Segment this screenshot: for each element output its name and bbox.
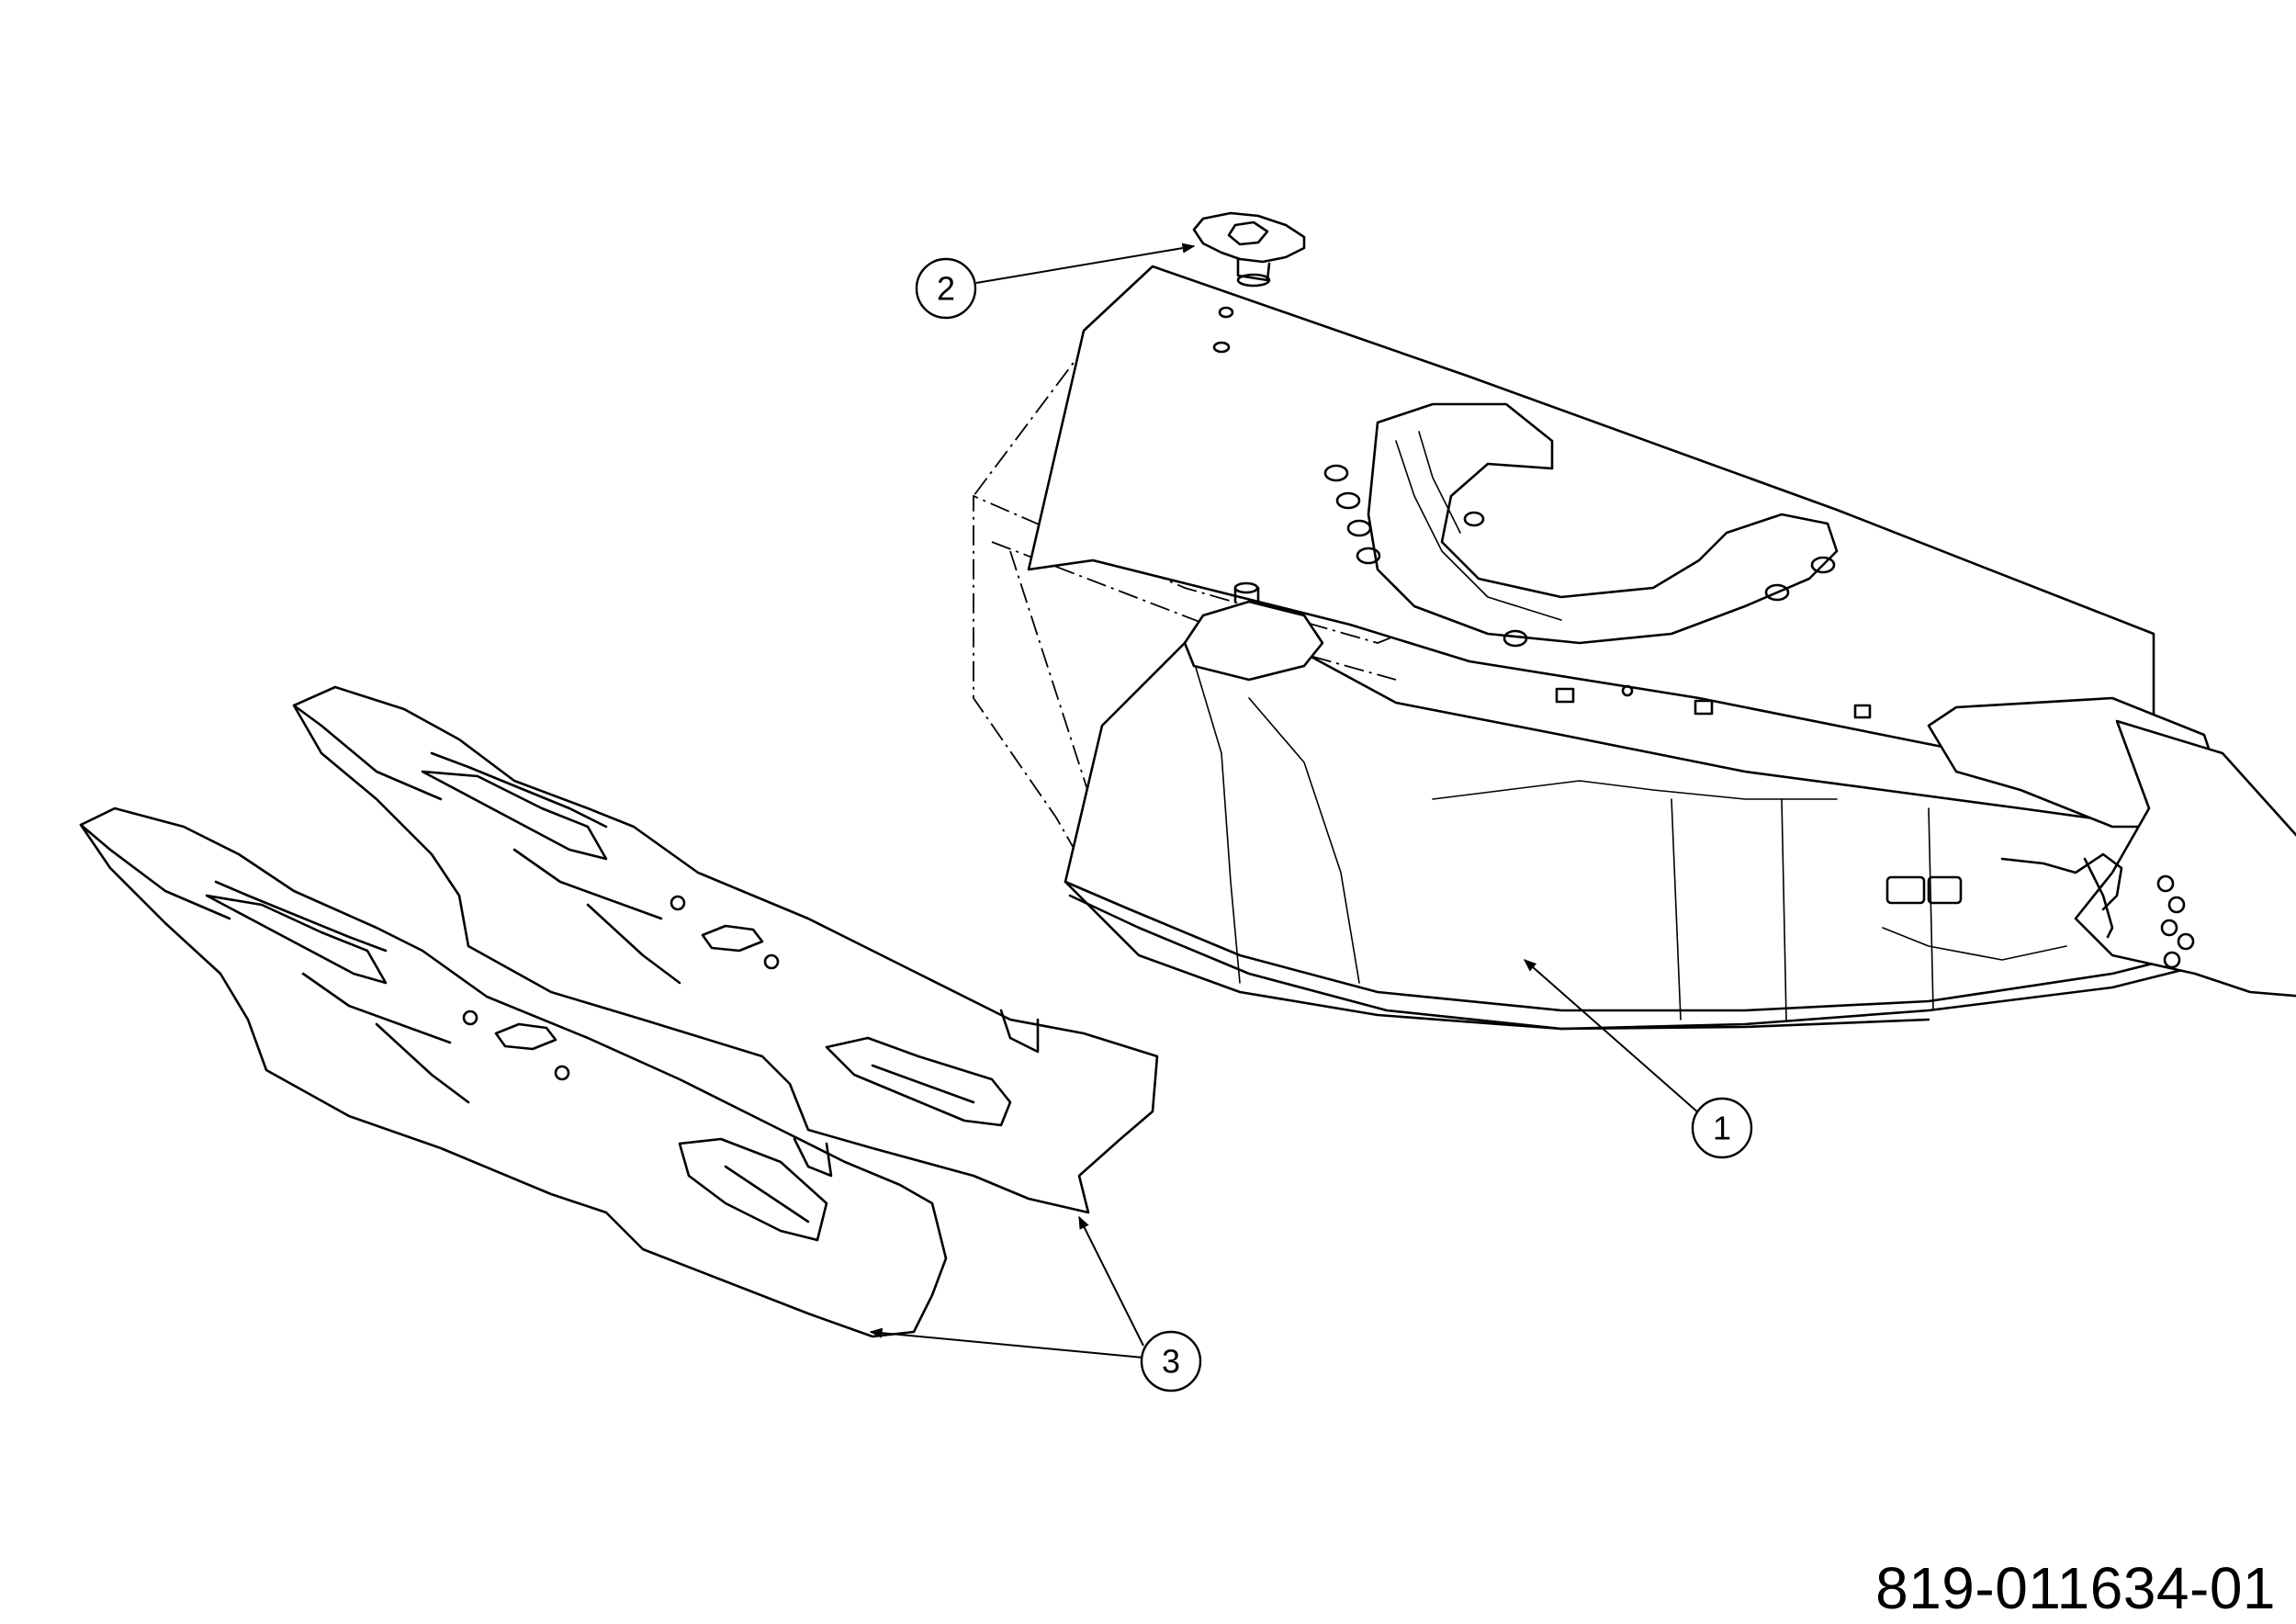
callout-3: 3	[869, 1215, 1202, 1393]
callout-1: 1	[1523, 959, 1753, 1159]
callout-3-label: 3	[1162, 1343, 1180, 1381]
callout-1-label: 1	[1713, 1110, 1731, 1147]
mower-blades	[79, 685, 1159, 1338]
drawing-number: 819-011634-01	[1875, 1555, 2276, 1621]
callout-2-label: 2	[937, 270, 955, 308]
blade-upper	[292, 685, 1159, 1214]
blade-lower	[79, 806, 948, 1338]
blade-housing	[973, 265, 2296, 1031]
wing-knob	[1192, 211, 1306, 288]
callout-2: 2	[915, 242, 1196, 320]
